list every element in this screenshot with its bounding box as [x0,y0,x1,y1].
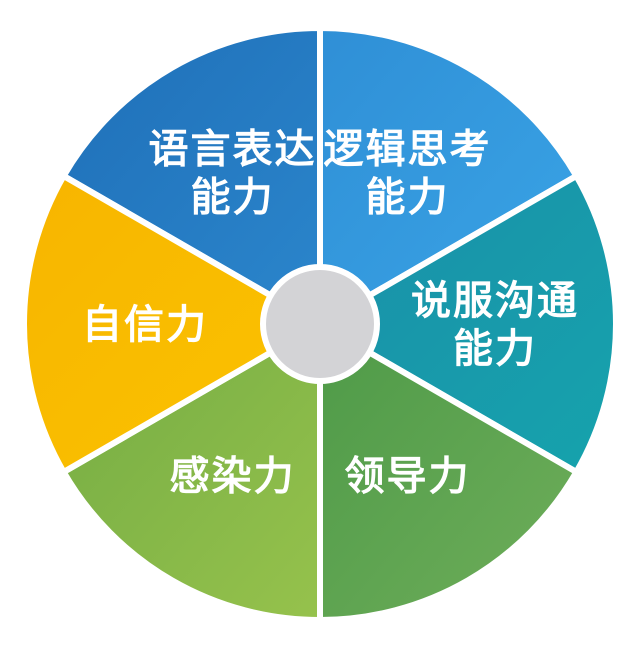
segments-group [21,25,619,623]
center-hub [260,264,380,384]
segment-influence [60,321,323,623]
segment-label-line: 能力 [191,174,275,220]
segment-label-line: 逻辑思考 [324,126,492,172]
segment-label-logical-thinking: 逻辑思考能力 [324,126,492,220]
segment-logical-thinking [317,25,580,327]
segment-persuasion-communication [317,173,619,475]
segment-label-line: 能力 [453,326,537,372]
segment-label-language-expression: 语言表达能力 [149,126,317,220]
segment-language-expression [60,25,323,327]
segment-label-line: 能力 [366,174,450,220]
segment-leadership [317,321,580,623]
segment-label-line: 感染力 [170,454,296,500]
segment-label-persuasion-communication: 说服沟通能力 [411,278,579,372]
segment-label-leadership: 领导力 [345,454,471,500]
segment-confidence [21,173,323,475]
segment-label-confidence: 自信力 [82,302,208,348]
segment-label-line: 说服沟通 [411,278,579,324]
segment-label-line: 领导力 [345,454,471,500]
segment-label-line: 语言表达 [149,126,317,172]
segment-label-influence: 感染力 [170,454,296,500]
segment-label-line: 自信力 [82,302,208,348]
